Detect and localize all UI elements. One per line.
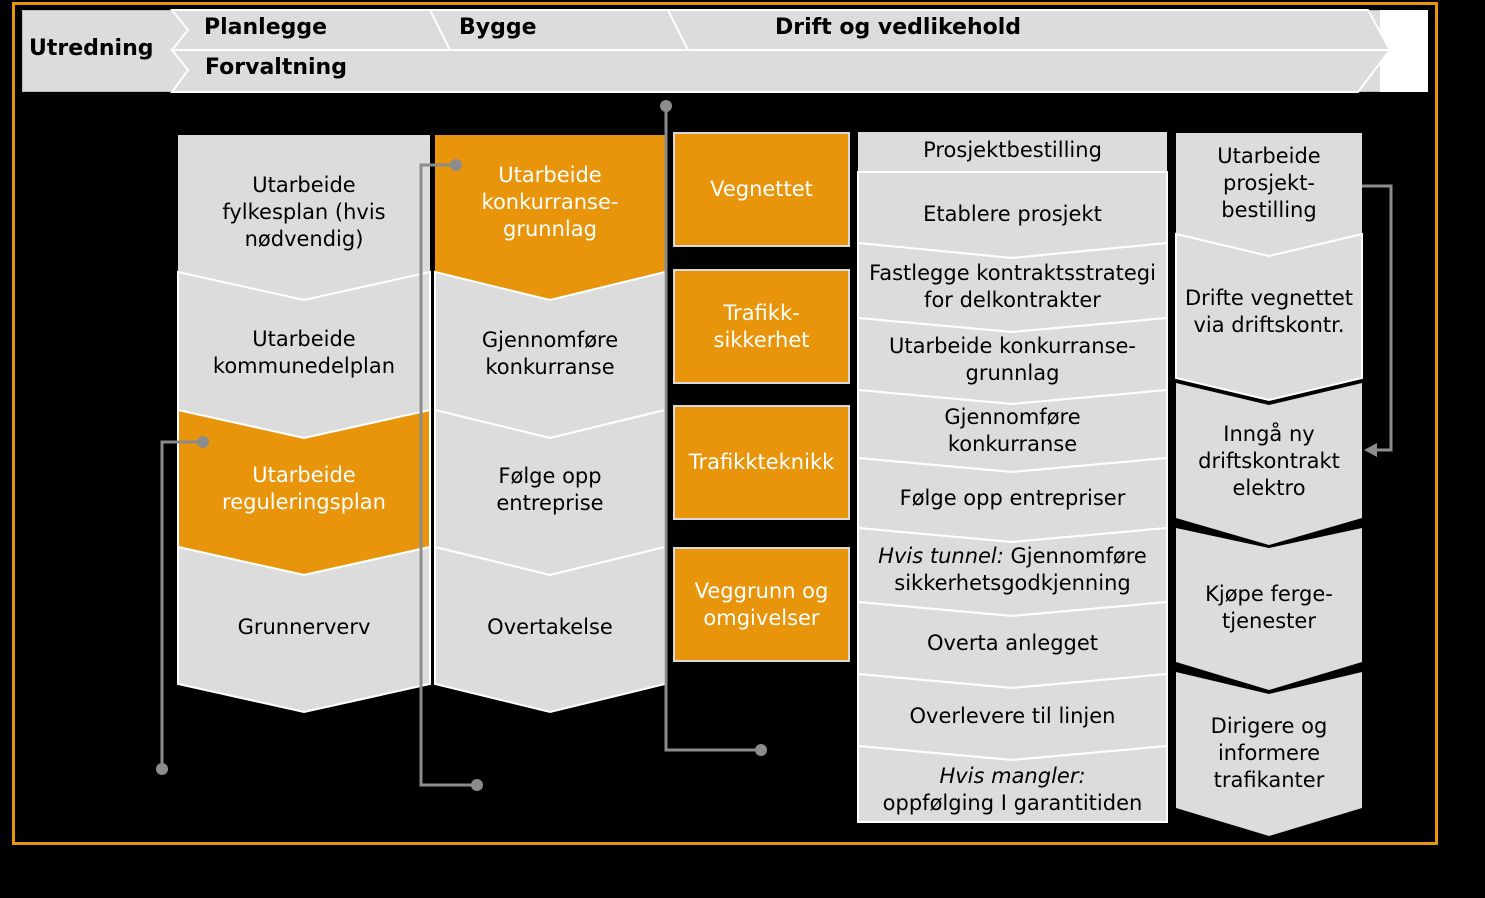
phase-utredning: Utredning xyxy=(29,36,154,61)
area-trafikkteknikk: Trafikkteknikk xyxy=(673,405,850,520)
phase-drift: Drift og vedlikehold xyxy=(775,15,1022,40)
area-veggrunn: Veggrunn og omgivelser xyxy=(673,547,850,662)
col4-item-3: Fastlegge kontraktsstrategi for delkontr… xyxy=(869,261,1156,312)
col5-shape-2 xyxy=(1175,232,1363,402)
col5-step-5: Dirigere og informere trafikanter xyxy=(1210,713,1328,792)
col5-shape-3 xyxy=(1176,383,1362,545)
connector-dot xyxy=(471,779,483,791)
tunnel-prefix: Hvis tunnel: xyxy=(878,544,1004,568)
col1-step-3: Utarbeide reguleringsplan xyxy=(222,463,386,514)
col4-item-5: Gjennomføre konkurranse xyxy=(944,405,1081,456)
phase-bygge: Bygge xyxy=(459,15,537,40)
col2-shape-1 xyxy=(435,135,665,300)
mangler-prefix: Hvis mangler: xyxy=(939,764,1086,788)
col4-shape-1 xyxy=(858,132,1167,172)
connector-col5 xyxy=(1362,184,1393,452)
connector-dot xyxy=(156,763,168,775)
col5-step-3: Inngå ny driftskontrakt elektro xyxy=(1198,421,1340,500)
col5-step-1: Utarbeide prosjekt-bestilling xyxy=(1217,143,1321,222)
connector-dot xyxy=(755,744,767,756)
col4-shape-10 xyxy=(857,744,1168,823)
connector-konkurransegrunnlag xyxy=(419,163,477,787)
col5-shape-1 xyxy=(1176,133,1362,256)
col4-item-overlevere: Overlevere til linjen xyxy=(909,703,1116,728)
col4-item-tunnel: Hvis tunnel: Gjennomføre sikkerhetsgodkj… xyxy=(858,542,1167,600)
tunnel-text: Gjennomføre sikkerhetsgodkjenning xyxy=(894,544,1147,595)
phase-chevron-forvaltning xyxy=(169,49,1393,93)
mangler-text: oppfølging I garantitiden xyxy=(882,791,1143,815)
col4-item-6: Følge opp entrepriser xyxy=(899,485,1126,510)
connector-dot xyxy=(197,436,209,448)
arrowhead-col5 xyxy=(1364,443,1377,457)
col2-step-4: Overtakelse xyxy=(487,614,613,639)
connector-reguleringsplan xyxy=(160,440,203,769)
col1-step-4: Grunnerverv xyxy=(237,614,371,639)
connector-dot xyxy=(450,159,462,171)
connector-dot xyxy=(660,100,672,112)
col5-step-4: Kjøpe ferge-tjenester xyxy=(1205,582,1333,633)
phase-forvaltning: Forvaltning xyxy=(205,55,347,80)
col4-item-mangler: Hvis mangler: oppfølging I garantitiden xyxy=(858,762,1167,818)
col2-step-1: Utarbeide konkurranse-grunnlag xyxy=(481,162,619,241)
col4-item-4: Utarbeide konkurranse-grunnlag xyxy=(888,334,1137,385)
phase-planlegge: Planlegge xyxy=(204,15,328,40)
col4-item-2: Etablere prosjekt xyxy=(923,201,1102,226)
col2-step-2: Gjennomføre konkurranse xyxy=(481,328,619,379)
col5-step-2: Drifte vegnettet via driftskontr. xyxy=(1184,286,1354,337)
col5-shape-4 xyxy=(1176,528,1362,690)
area-trafikksikkerhet: Trafikk-sikkerhet xyxy=(673,269,850,384)
orange-frame xyxy=(12,2,1438,845)
col4-item-1: Prosjektbestilling xyxy=(923,137,1102,162)
col1-shape-4 xyxy=(177,545,431,714)
col1-step-2: Utarbeide kommunedelplan xyxy=(212,327,396,378)
col4-item-overta: Overta anlegget xyxy=(926,630,1099,655)
col1-shape-1 xyxy=(178,135,430,300)
col1-step-1: Utarbeide fylkesplan (hvis nødvendig) xyxy=(222,172,386,251)
col2-step-3: Følge opp entreprise xyxy=(496,464,604,515)
area-vegnettet: Vegnettet xyxy=(673,132,850,247)
connector-bygge xyxy=(664,106,761,752)
col5-shape-5 xyxy=(1176,672,1362,836)
